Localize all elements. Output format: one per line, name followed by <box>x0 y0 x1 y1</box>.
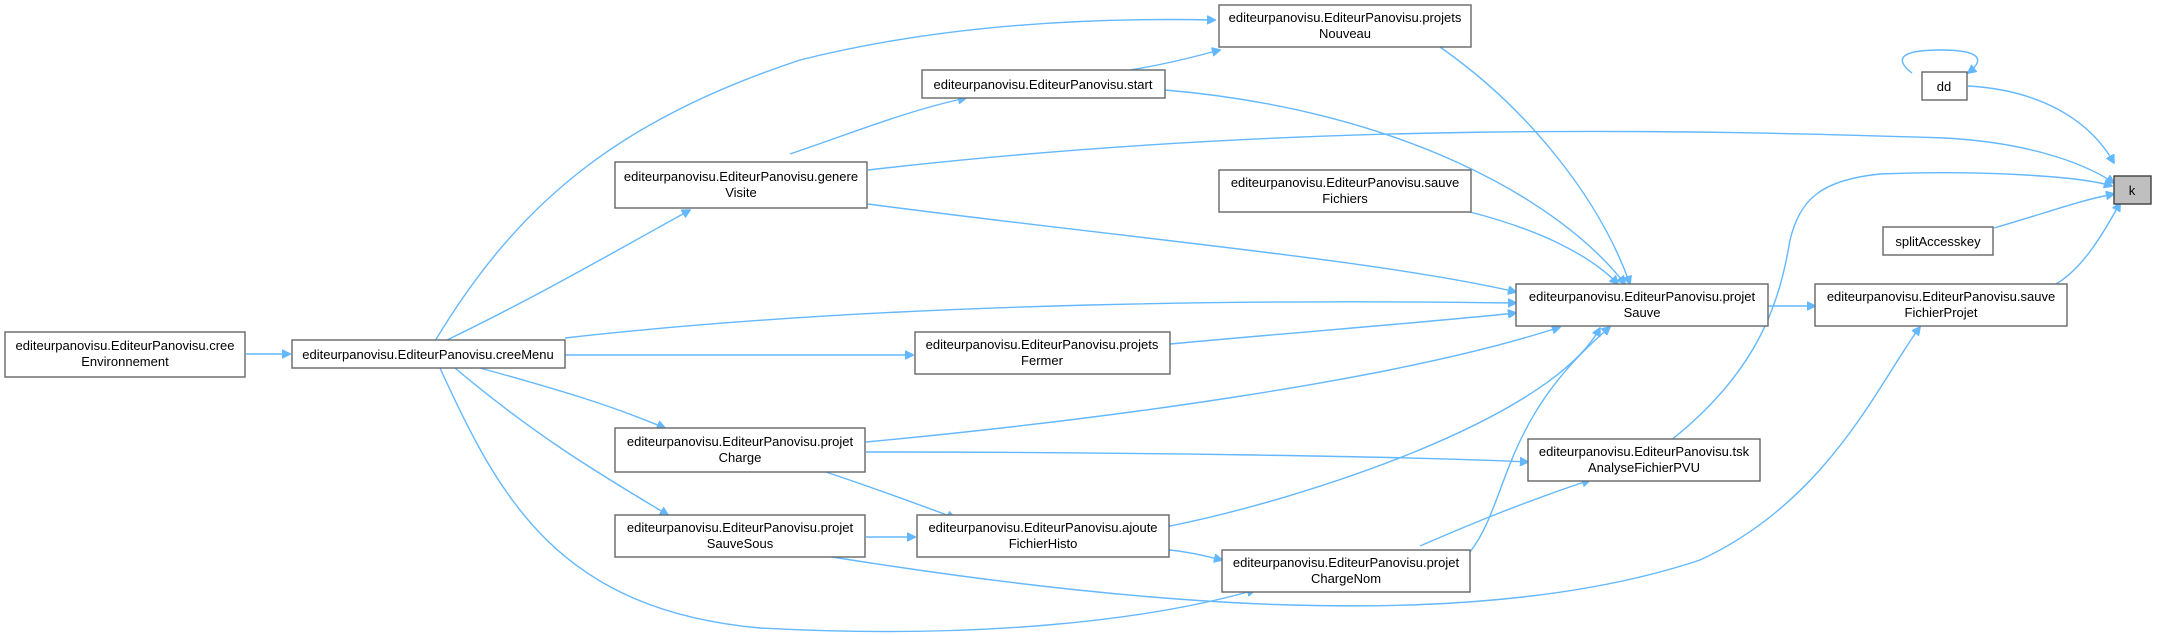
svg-text:Environnement: Environnement <box>81 354 169 369</box>
edge-projetcharge-to-ajoutefichierhisto <box>819 469 955 518</box>
node-sauvefichierprojet[interactable]: editeurpanovisu.EditeurPanovisu.sauve Fi… <box>1814 283 2068 327</box>
node-creemenu[interactable]: editeurpanovisu.EditeurPanovisu.creeMenu <box>291 339 566 369</box>
svg-text:Fermer: Fermer <box>1021 353 1064 368</box>
node-k[interactable]: k <box>2113 175 2152 205</box>
node-start[interactable]: editeurpanovisu.EditeurPanovisu.start <box>921 69 1166 99</box>
edge-generevisite-to-k <box>867 130 2114 183</box>
edge-projetsauvesous-to-sauvefichierprojet <box>825 327 1920 607</box>
svg-text:FichierProjet: FichierProjet <box>1905 305 1978 320</box>
edge-split-to-k <box>1993 194 2114 229</box>
svg-text:splitAccesskey: splitAccesskey <box>1895 234 1981 249</box>
node-sauvefichiers[interactable]: editeurpanovisu.EditeurPanovisu.sauve Fi… <box>1218 169 1472 213</box>
node-splitaccesskey[interactable]: splitAccesskey <box>1882 226 1994 256</box>
svg-text:editeurpanovisu.EditeurPanovis: editeurpanovisu.EditeurPanovisu.ajoute <box>928 520 1157 535</box>
svg-text:AnalyseFichierPVU: AnalyseFichierPVU <box>1588 460 1700 475</box>
svg-text:SauveSous: SauveSous <box>707 536 774 551</box>
edge-projetchargenom-to-projetsauve <box>1469 327 1610 553</box>
node-ajoutefichierhisto[interactable]: editeurpanovisu.EditeurPanovisu.ajoute F… <box>916 514 1170 558</box>
svg-text:Sauve: Sauve <box>1624 305 1661 320</box>
node-tskanalyse[interactable]: editeurpanovisu.EditeurPanovisu.tsk Anal… <box>1527 438 1761 482</box>
edge-projetchargenom-ajoutefichierhisto <box>1170 550 1222 560</box>
svg-text:Nouveau: Nouveau <box>1319 26 1371 41</box>
svg-text:ChargeNom: ChargeNom <box>1311 571 1381 586</box>
edge-start-to-projetsauve <box>1164 89 1625 284</box>
svg-text:editeurpanovisu.EditeurPanovis: editeurpanovisu.EditeurPanovisu.projet <box>1529 289 1756 304</box>
edge-sauvefichiers-to-projetsauve <box>1469 211 1618 284</box>
edge-projetsfermer-to-projetsauve <box>1169 313 1516 345</box>
node-creeenvironnement[interactable]: editeurpanovisu.EditeurPanovisu.cree Env… <box>4 331 246 378</box>
svg-text:editeurpanovisu.EditeurPanovis: editeurpanovisu.EditeurPanovisu.projet <box>1233 555 1460 570</box>
edge-creemenu-to-generevisite <box>444 210 690 342</box>
edge-sauvefichierprojet-to-k <box>2055 203 2120 285</box>
edge-creemenu-to-projetsnouveau <box>434 19 1215 342</box>
node-projetchargenom[interactable]: editeurpanovisu.EditeurPanovisu.projet C… <box>1221 549 1471 593</box>
edge-projetchargenom-to-tskanalyse <box>1419 480 1590 547</box>
edge-projetcharge-to-tskanalyse <box>865 451 1528 462</box>
edge-ajoutefichierhisto-projetsauve <box>1170 328 1600 526</box>
svg-text:FichierHisto: FichierHisto <box>1009 536 1078 551</box>
svg-text:editeurpanovisu.EditeurPanovis: editeurpanovisu.EditeurPanovisu.sauve <box>1231 175 1459 190</box>
svg-text:k: k <box>2129 183 2136 198</box>
svg-text:editeurpanovisu.EditeurPanovis: editeurpanovisu.EditeurPanovisu.start <box>934 77 1153 92</box>
svg-text:editeurpanovisu.EditeurPanovis: editeurpanovisu.EditeurPanovisu.projet <box>627 434 854 449</box>
svg-text:editeurpanovisu.EditeurPanovis: editeurpanovisu.EditeurPanovisu.projets <box>1229 10 1462 25</box>
nodes: k dd splitAccesskey editeurpanovisu.Edit… <box>4 4 2152 593</box>
svg-text:editeurpanovisu.EditeurPanovis: editeurpanovisu.EditeurPanovisu.creeMenu <box>302 347 554 362</box>
svg-text:editeurpanovisu.EditeurPanovis: editeurpanovisu.EditeurPanovisu.tsk <box>1539 444 1750 459</box>
node-dd[interactable]: dd <box>1921 71 1968 101</box>
node-projetsfermer[interactable]: editeurpanovisu.EditeurPanovisu.projets … <box>914 331 1171 375</box>
edge-generevisite-to-start <box>789 98 966 155</box>
edge-creemenu-to-projetchargenom <box>439 367 1255 633</box>
svg-text:editeurpanovisu.EditeurPanovis: editeurpanovisu.EditeurPanovisu.projets <box>926 337 1159 352</box>
node-projetsnouveau[interactable]: editeurpanovisu.EditeurPanovisu.projets … <box>1218 4 1472 48</box>
node-generevisite[interactable]: editeurpanovisu.EditeurPanovisu.genere V… <box>614 161 868 209</box>
edge-start-to-projetsnouveau <box>1117 50 1220 73</box>
svg-text:editeurpanovisu.EditeurPanovis: editeurpanovisu.EditeurPanovisu.sauve <box>1827 289 2055 304</box>
edge-generevisite-to-projetsauve <box>867 203 1516 292</box>
edge-creemenu-to-projetsauvesous <box>454 367 668 515</box>
edge-projetsnouveau-to-projetsauve <box>1439 46 1630 284</box>
node-projetsauvesous[interactable]: editeurpanovisu.EditeurPanovisu.projet S… <box>614 514 866 558</box>
node-projetsauve[interactable]: editeurpanovisu.EditeurPanovisu.projet S… <box>1515 283 1769 327</box>
svg-text:Visite: Visite <box>725 185 757 200</box>
svg-text:editeurpanovisu.EditeurPanovis: editeurpanovisu.EditeurPanovisu.genere <box>624 169 858 184</box>
svg-text:editeurpanovisu.EditeurPanovis: editeurpanovisu.EditeurPanovisu.projet <box>627 520 854 535</box>
edge-creemenu-to-projetcharge <box>479 367 665 428</box>
node-projetcharge[interactable]: editeurpanovisu.EditeurPanovisu.projet C… <box>614 427 866 473</box>
edge-dd-to-k <box>1967 85 2114 163</box>
edge-dd-to-dd <box>1901 49 1979 73</box>
edge-tskanalyse-to-k <box>1669 172 2112 442</box>
svg-text:editeurpanovisu.EditeurPanovis: editeurpanovisu.EditeurPanovisu.cree <box>16 338 235 353</box>
edge-creemenu-to-projetsauve <box>564 302 1516 339</box>
svg-text:Charge: Charge <box>719 450 762 465</box>
svg-text:dd: dd <box>1937 79 1951 94</box>
svg-text:Fichiers: Fichiers <box>1322 191 1368 206</box>
edges <box>246 19 2120 633</box>
